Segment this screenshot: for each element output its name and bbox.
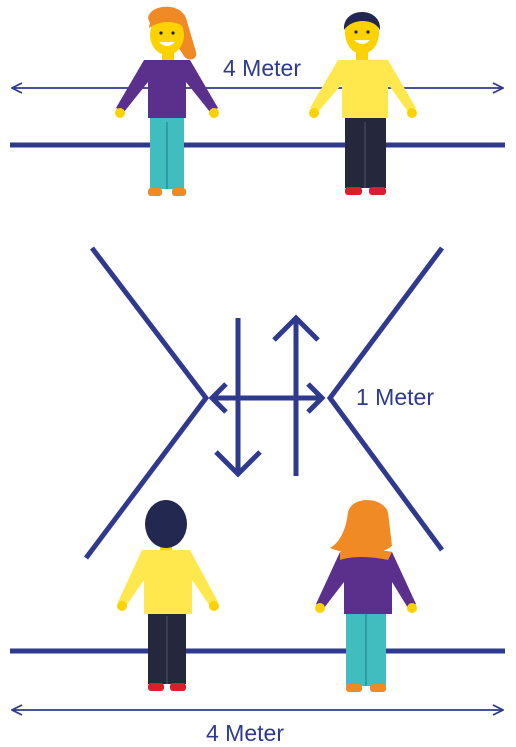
man-top-figure [309, 12, 417, 195]
bottom-distance-label: 4 Meter [206, 722, 284, 745]
top-distance-label: 4 Meter [219, 57, 305, 80]
man-bottom-figure [117, 500, 219, 691]
middle-distance-label: 1 Meter [356, 386, 434, 409]
woman-bottom-figure [315, 500, 417, 692]
woman-top-figure [115, 7, 219, 196]
one-meter-arrow [212, 384, 322, 412]
